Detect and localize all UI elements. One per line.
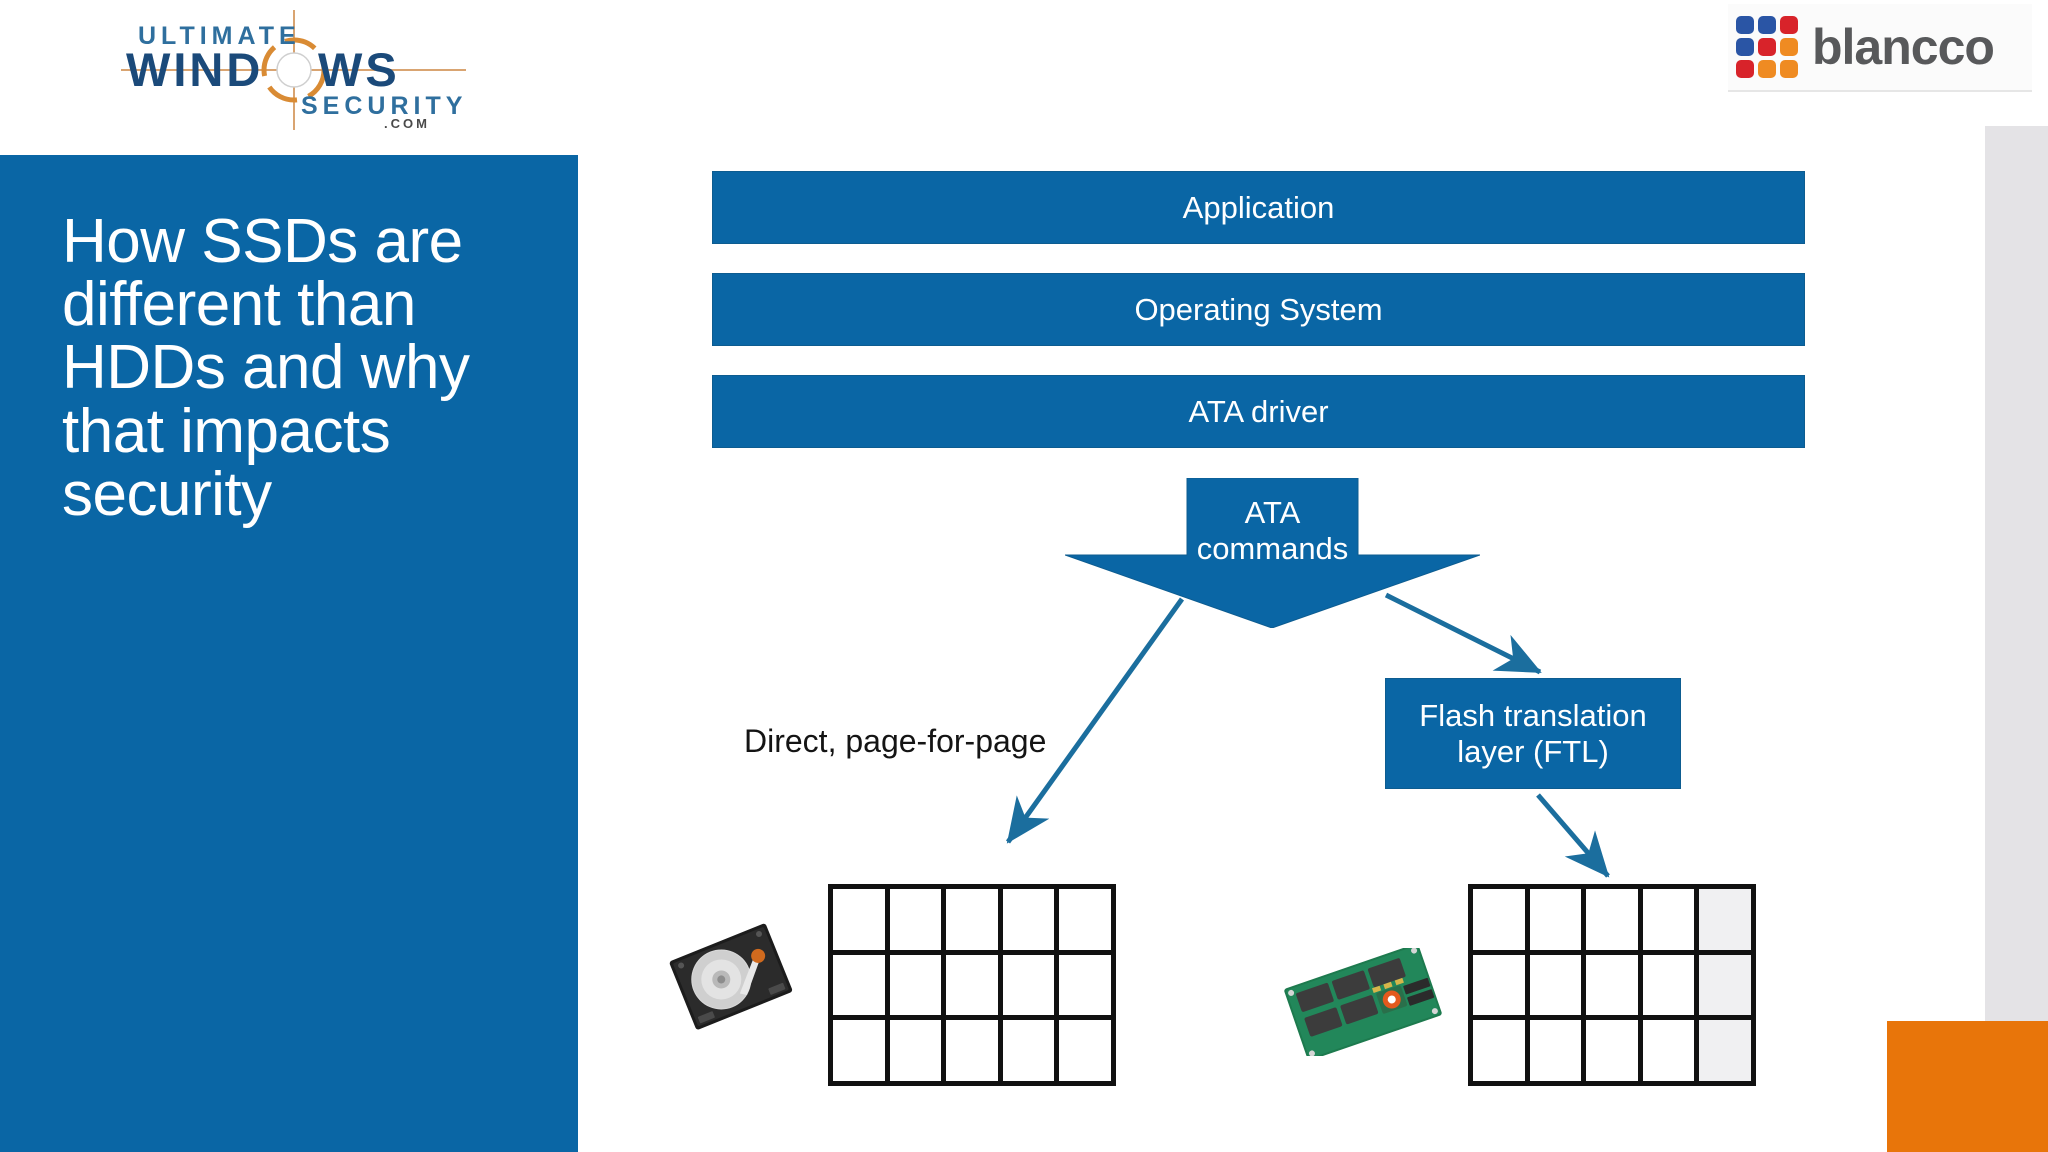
svg-text:WIND: WIND: [126, 43, 263, 96]
page-title: How SSDs are different than HDDs and why…: [62, 207, 470, 529]
stack-box-application[interactable]: Application: [712, 171, 1805, 244]
blancco-wordmark: blancco: [1812, 19, 1995, 75]
blancco-dot: [1736, 38, 1754, 56]
page-cell-free: [1642, 889, 1695, 950]
hard-disk-drive-icon: [665, 918, 795, 1036]
page-cell-free: [1002, 889, 1055, 950]
page-cell-free: [1059, 1020, 1111, 1081]
blancco-dot: [1758, 16, 1776, 34]
stack-box-operating-system[interactable]: Operating System: [712, 273, 1805, 346]
blancco-dot: [1758, 38, 1776, 56]
page-cell-free: [1529, 954, 1582, 1016]
page-cell-free: [1059, 954, 1111, 1016]
svg-text:WS: WS: [318, 43, 400, 96]
page-cell-free: [833, 954, 885, 1016]
page-cell-free: [1002, 1020, 1055, 1081]
page-cell-free: [1473, 1020, 1525, 1081]
page-cell-free: [1529, 1020, 1582, 1081]
hdd-page-grid: [828, 884, 1116, 1086]
page-cell-free: [833, 1020, 885, 1081]
ssd-page-grid: [1468, 884, 1756, 1086]
page-cell-free: [1642, 1020, 1695, 1081]
title-panel: [0, 155, 578, 1152]
svg-text:.COM: .COM: [384, 116, 430, 130]
solid-state-drive-icon: [1278, 948, 1448, 1056]
ultimate-windows-security-logo: ULTIMATE WIND WS SECURITY .COM: [66, 10, 506, 130]
page-cell-free: [889, 954, 942, 1016]
flash-translation-layer-box[interactable]: Flash translation layer (FTL): [1385, 678, 1681, 789]
page-cell-free: [1586, 954, 1638, 1016]
page-cell-free: [1586, 889, 1638, 950]
blancco-logo: blancco: [1728, 4, 2032, 92]
blancco-dot: [1780, 16, 1798, 34]
blancco-dot-grid: [1736, 16, 1798, 78]
page-cell-free: [1642, 954, 1695, 1016]
page-cell-free: [889, 889, 942, 950]
right-gray-accent-strip: [1985, 126, 2048, 1021]
page-cell-reserved: [1699, 889, 1751, 950]
page-cell-free: [1002, 954, 1055, 1016]
page-cell-free: [1529, 889, 1582, 950]
page-cell-free: [1473, 889, 1525, 950]
connector-ftl-to-ssd: [1536, 793, 1610, 878]
page-cell-reserved: [1699, 1020, 1751, 1081]
page-cell-free: [946, 954, 998, 1016]
page-cell-free: [1473, 954, 1525, 1016]
blancco-dot: [1736, 60, 1754, 78]
svg-text:SECURITY: SECURITY: [301, 92, 467, 120]
blancco-dot: [1780, 38, 1798, 56]
direct-page-for-page-label: Direct, page-for-page: [744, 723, 1047, 759]
page-cell-free: [1059, 889, 1111, 950]
connector-ata-to-hdd: [1005, 597, 1185, 844]
page-cell-reserved: [1699, 954, 1751, 1016]
page-cell-free: [946, 889, 998, 950]
page-cell-free: [946, 1020, 998, 1081]
bottom-right-orange-accent: [1887, 1021, 2048, 1152]
stack-box-ata-driver[interactable]: ATA driver: [712, 375, 1805, 448]
page-cell-free: [1586, 1020, 1638, 1081]
blancco-dot: [1758, 60, 1776, 78]
page-cell-free: [889, 1020, 942, 1081]
ata-commands-arrow-shape[interactable]: [1065, 478, 1480, 628]
blancco-dot: [1736, 16, 1754, 34]
page-cell-free: [833, 889, 885, 950]
svg-text:ULTIMATE: ULTIMATE: [138, 22, 301, 50]
blancco-dot: [1780, 60, 1798, 78]
